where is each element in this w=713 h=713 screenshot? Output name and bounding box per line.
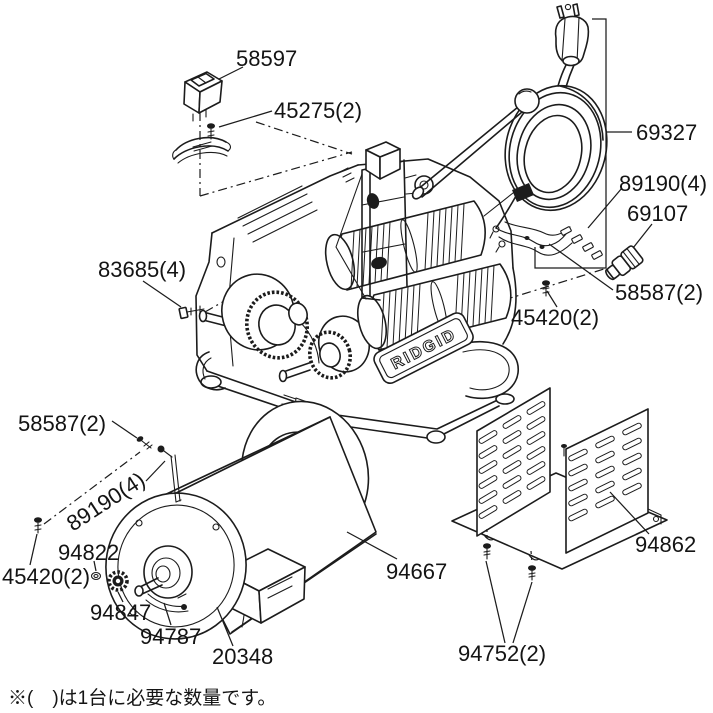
part-label-58597: 58597 xyxy=(236,46,297,71)
switch-bracket xyxy=(172,136,231,164)
wire-terminals-89190 xyxy=(489,221,603,260)
power-cord-69327 xyxy=(489,3,608,269)
part-label-94752: 94752(2) xyxy=(458,641,546,666)
feed-handle xyxy=(411,88,540,200)
cover-louvers xyxy=(237,185,318,243)
bolt-83685 xyxy=(178,305,205,320)
plug xyxy=(554,3,590,67)
part-label-45275: 45275(2) xyxy=(274,98,362,123)
part-label-69327: 69327 xyxy=(636,120,697,145)
screw-58587-left xyxy=(136,436,153,450)
screw-45275 xyxy=(207,123,215,140)
guard-vent-slots xyxy=(478,401,642,522)
part-label-83685: 83685(4) xyxy=(98,257,186,282)
clip-89190-left xyxy=(157,445,182,503)
part-label-20348: 20348 xyxy=(212,644,273,669)
footnote: ※( )は1台に必要な数量です。 xyxy=(8,687,276,709)
part-label-94862: 94862 xyxy=(635,532,696,557)
part-label-45420-l: 45420(2) xyxy=(2,564,90,589)
handle-ball-knob xyxy=(514,88,540,114)
screws-94752 xyxy=(483,529,536,581)
guard-plate-94862 xyxy=(451,387,668,570)
carry-handle xyxy=(456,340,519,400)
part-label-89190-r: 89190(4) xyxy=(619,171,707,196)
part-label-58587-r: 58587(2) xyxy=(615,280,703,305)
carriage-tower xyxy=(335,141,534,301)
cord-coil xyxy=(495,84,608,229)
clamp-94787 xyxy=(145,593,189,613)
part-label-45420-r: 45420(2) xyxy=(511,305,599,330)
part-label-94847: 94847 xyxy=(90,600,151,625)
part-label-94667: 94667 xyxy=(386,559,447,584)
drive-gears xyxy=(198,273,371,383)
part-label-69107: 69107 xyxy=(627,201,688,226)
part-label-94787: 94787 xyxy=(140,624,201,649)
rocker-switch-58597 xyxy=(183,71,223,122)
motor-20348 xyxy=(105,416,377,640)
leader-lines xyxy=(29,66,653,647)
washer-94822 xyxy=(90,571,102,581)
lower-roller xyxy=(356,263,512,351)
machine-body: RIDGID xyxy=(195,88,540,444)
screw-45420-left xyxy=(34,517,42,534)
part-label-94822: 94822 xyxy=(58,540,119,565)
gear-94847 xyxy=(107,570,129,592)
part-label-58587-l: 58587(2) xyxy=(18,411,106,436)
connector-69107 xyxy=(605,245,644,281)
cord-bracket-outline xyxy=(534,18,607,269)
